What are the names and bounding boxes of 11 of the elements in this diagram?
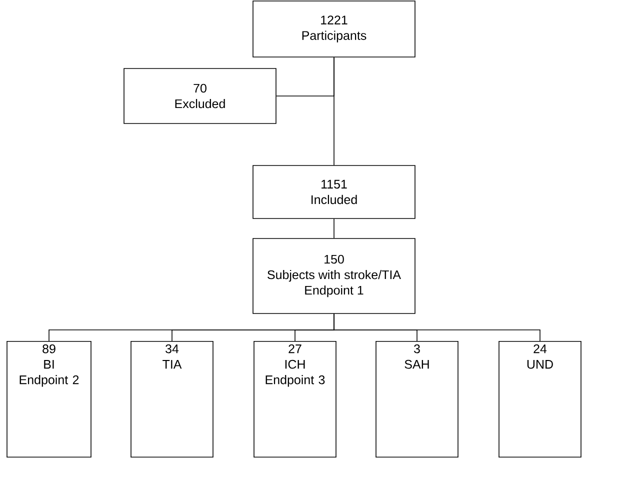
process-box: 150 Subjects with stroke/TIA Endpoint 1	[252, 238, 416, 314]
process-box: 34 TIA	[130, 341, 214, 458]
process-box: 1151 Included	[252, 165, 416, 219]
process-box: 89 BI Endpoint 2	[6, 341, 92, 458]
process-box: 27 ICH Endpoint 3	[254, 341, 336, 458]
connector-line	[276, 57, 334, 96]
process-box: 1221 Participants	[252, 0, 416, 58]
process-box: 70 Excluded	[124, 68, 276, 124]
connector-line	[334, 314, 540, 342]
process-box: 3 SAH	[376, 341, 458, 458]
process-box: 24 UND	[498, 341, 582, 458]
